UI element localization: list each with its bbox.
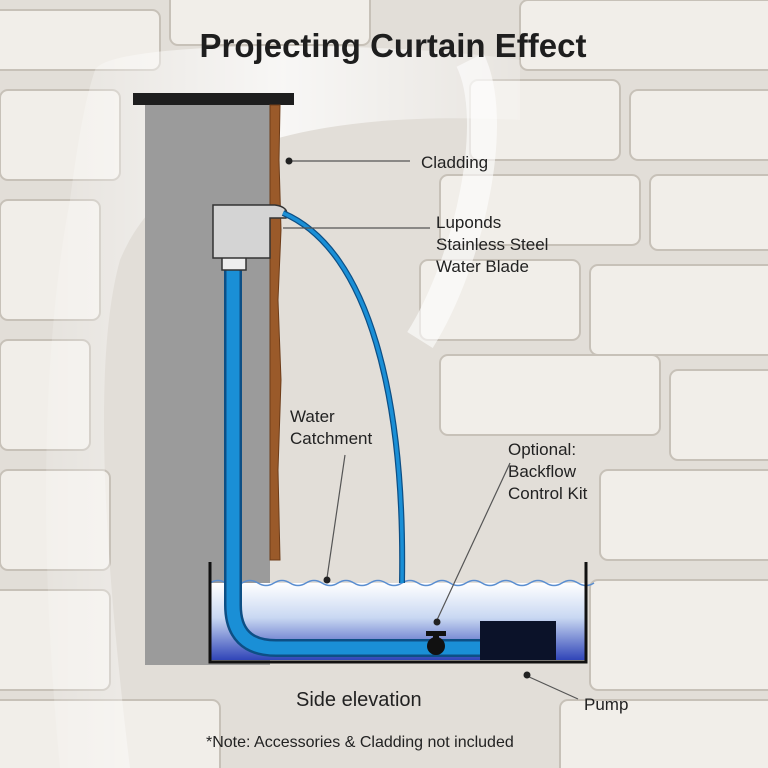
label-backflow-line1: Optional: [508,440,576,459]
label-backflow-line2: Backflow [508,462,577,481]
label-catchment-line1: Water [290,407,335,426]
label-pump: Pump [584,695,628,714]
note-text: *Note: Accessories & Cladding not includ… [206,734,514,751]
label-blade-line2: Stainless Steel [436,235,548,254]
label-cladding: Cladding [421,153,488,172]
pump [480,621,556,660]
label-blade-line3: Water Blade [436,257,529,276]
label-blade-line1: Luponds [436,213,501,232]
wall-cap [133,93,294,105]
label-catchment-line2: Catchment [290,429,372,448]
diagram-title: Projecting Curtain Effect [200,27,587,64]
label-side-elevation: Side elevation [296,689,422,711]
backflow-valve [426,631,446,655]
label-backflow-line3: Control Kit [508,484,588,503]
